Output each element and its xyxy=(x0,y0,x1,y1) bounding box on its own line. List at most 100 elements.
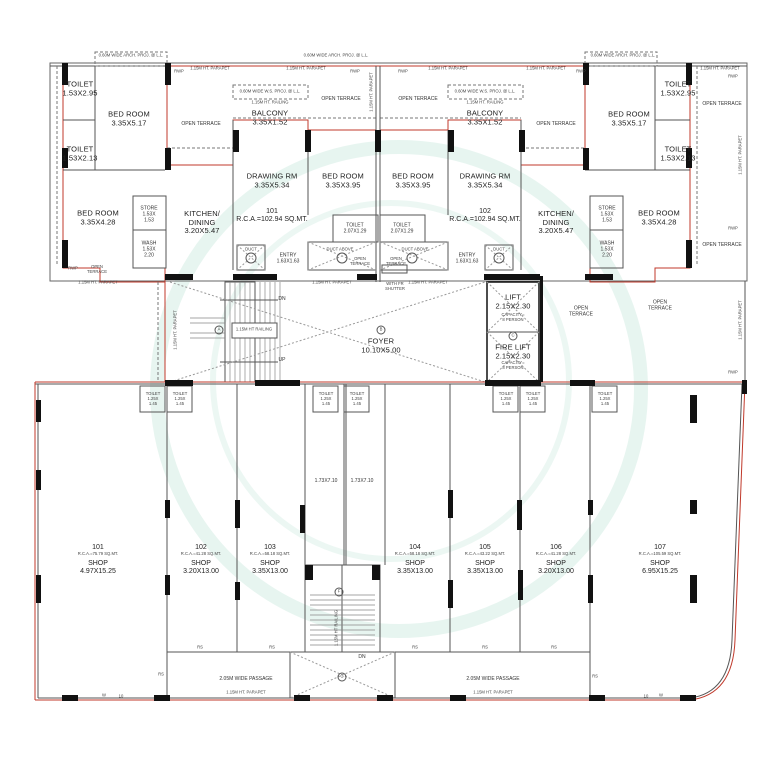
parapet-note: 1.15M HT. PARAPET xyxy=(526,65,566,71)
rwp-mark: RWP xyxy=(576,68,586,74)
duct-above-note: DUCT ABOVE xyxy=(326,246,354,252)
arch-projection-note: 0.60M WIDE ARCH. PROJ. @ L.L. xyxy=(590,52,656,58)
open-terrace-label: OPEN TERRACE xyxy=(321,96,361,103)
open-terrace-label: OPEN TERRACE xyxy=(569,305,593,317)
duct-above-note: DUCT ABOVE xyxy=(401,246,429,252)
rwp-mark: RWP xyxy=(174,68,184,74)
stair-up-label: UP xyxy=(278,357,286,364)
open-terrace-label: OPEN TERRACE xyxy=(86,264,107,274)
open-terrace-label: OPEN TERRACE xyxy=(398,96,438,103)
rwp-mark: RWP xyxy=(728,225,738,231)
corridor-dimension: 1.73X7.10 xyxy=(350,478,374,485)
duct-label: DUCT xyxy=(245,246,257,252)
ws-projection-note: 0.60M WIDE W.S. PROJ. @ L.L. xyxy=(239,88,301,94)
parapet-note: 1.15M HT. PARAPET xyxy=(368,72,374,112)
parapet-note: 1.15M HT. PARAPET xyxy=(737,300,743,340)
open-terrace-label: OPEN TERRACE xyxy=(385,256,406,266)
wall-thickness-mark: 10 xyxy=(118,693,124,699)
parapet-note: 1.15M HT. PARAPET xyxy=(428,65,468,71)
rolling-shutter-mark: RS xyxy=(551,644,557,650)
foyer-marker-b: B xyxy=(379,326,383,332)
parapet-note: 1.15M HT. PARAPET xyxy=(408,279,448,285)
railing-note: 1.15M HT. RAILING xyxy=(251,99,289,105)
parapet-note: 1.15M HT. PARAPET xyxy=(737,135,743,175)
rwp-mark: RWP xyxy=(398,68,408,74)
rolling-shutter-mark: RS xyxy=(269,644,275,650)
open-terrace-label: OPEN TERRACE xyxy=(181,121,221,128)
parapet-note: 1.15M HT. PARAPET xyxy=(286,65,326,71)
railing-note: 1.15M HT. RAILING xyxy=(466,99,504,105)
parapet-note: 1.15M HT. PARAPET xyxy=(312,279,352,285)
parapet-note: 1.15M HT. PARAPET xyxy=(78,279,118,285)
stair-marker-a: A xyxy=(217,326,221,332)
ws-projection-note: 0.60M WIDE W.S. PROJ. @ L.L. xyxy=(454,88,516,94)
rolling-shutter-mark: RS xyxy=(412,644,418,650)
duct-label: DUCT xyxy=(493,246,505,252)
arch-projection-note: 0.60M WIDE ARCH. PROJ. @ L.L. xyxy=(303,52,369,58)
open-terrace-label: OPEN TERRACE xyxy=(702,242,742,249)
fire-lift-capacity: CAPACITY= 8 PERSON xyxy=(501,360,525,370)
arch-projection-note: 0.60M WIDE ARCH. PROJ. @ L.L. xyxy=(98,52,164,58)
stair-down-label: DN xyxy=(278,296,286,303)
parapet-note: 1.15M HT. PARAPET xyxy=(172,310,178,350)
lift-capacity: CAPACITY= 8 PERSON xyxy=(501,312,525,322)
rwp-mark: RWP xyxy=(728,73,738,79)
landing-marker-g: G xyxy=(340,673,344,679)
passage-label: 2.05M WIDE PASSAGE xyxy=(219,676,273,683)
rwp-mark: RWP xyxy=(728,369,738,375)
rwp-mark: RWP xyxy=(350,68,360,74)
wall-thickness-mark: 10 xyxy=(643,693,649,699)
rolling-shutter-mark: RS xyxy=(197,644,203,650)
window-mark: W xyxy=(102,692,106,698)
window-mark: W xyxy=(659,692,663,698)
parapet-note: 1.15M HT. PARAPET xyxy=(473,689,513,695)
open-terrace-label: OPEN TERRACE xyxy=(349,256,370,266)
stair-down-label: DN xyxy=(358,654,366,661)
stair-marker-f: F xyxy=(337,588,341,594)
rolling-shutter-mark: RS xyxy=(592,673,598,679)
passage-label: 2.05M WIDE PASSAGE xyxy=(466,676,520,683)
rwp-mark: RWP xyxy=(68,265,78,271)
fire-shutter-note: WITH FR SHUTTER xyxy=(385,281,405,291)
corridor-dimension: 1.73X7.10 xyxy=(314,478,338,485)
parapet-note: 1.15M HT. PARAPET xyxy=(700,65,740,71)
